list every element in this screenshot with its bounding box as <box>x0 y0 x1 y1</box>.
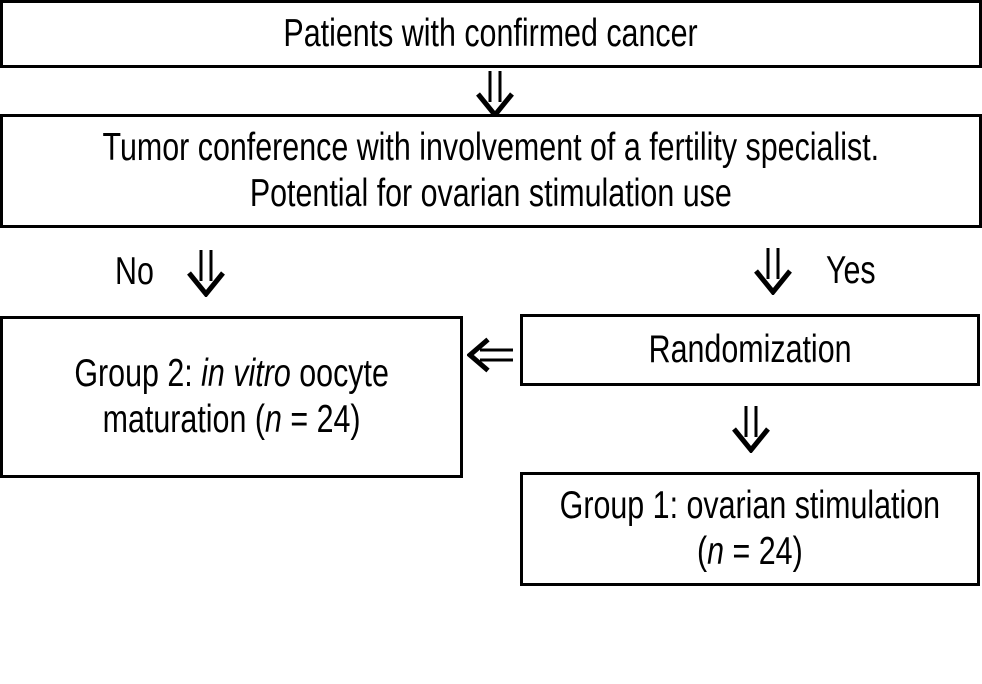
double-down-arrow-icon <box>476 71 514 118</box>
box-group1-text: Group 1: ovarian stimulation (n = 24) <box>560 483 940 575</box>
double-down-arrow-icon <box>754 248 792 295</box>
branch-label-yes: Yes <box>826 249 876 292</box>
group2-line1: Group 2: in vitro oocyte <box>74 351 389 397</box>
group2-line2-seg3: = 24) <box>281 398 361 441</box>
group1-line2-seg3: = 24) <box>724 530 803 573</box>
box-group2-text: Group 2: in vitro oocyte maturation (n =… <box>74 351 389 443</box>
branch-label-no: No <box>115 250 154 293</box>
box-patients-text: Patients with confirmed cancer <box>283 12 699 55</box>
group2-line1-italic: in vitro <box>201 352 291 395</box>
group2-line2-italic-n: n <box>264 398 282 441</box>
box-tumor-conference-text: Tumor conference with involvement of a f… <box>103 125 880 217</box>
group1-line2: (n = 24) <box>560 529 940 575</box>
box-group2-ivm: Group 2: in vitro oocyte maturation (n =… <box>0 316 463 478</box>
box-randomization: Randomization <box>520 314 980 386</box>
group1-line2-italic-n: n <box>707 530 725 573</box>
double-down-arrow-icon <box>732 406 770 453</box>
box-group1-ovarian-stimulation: Group 1: ovarian stimulation (n = 24) <box>520 472 980 586</box>
double-left-arrow-icon <box>467 337 513 373</box>
group2-line1-seg1: Group 2: <box>74 352 202 395</box>
group2-line2-seg1: maturation ( <box>102 398 265 441</box>
box-patients: Patients with confirmed cancer <box>0 0 982 68</box>
box-randomization-text: Randomization <box>648 328 852 371</box>
group2-line2: maturation (n = 24) <box>74 397 389 443</box>
group1-line2-seg1: ( <box>697 530 708 573</box>
double-down-arrow-icon <box>187 250 225 297</box>
box-tumor-conference: Tumor conference with involvement of a f… <box>0 114 982 228</box>
group2-line1-seg3: oocyte <box>290 352 389 395</box>
tumor-conference-line1: Tumor conference with involvement of a f… <box>102 126 880 169</box>
group1-line1: Group 1: ovarian stimulation <box>559 484 941 527</box>
tumor-conference-line2: Potential for ovarian stimulation use <box>250 172 732 215</box>
